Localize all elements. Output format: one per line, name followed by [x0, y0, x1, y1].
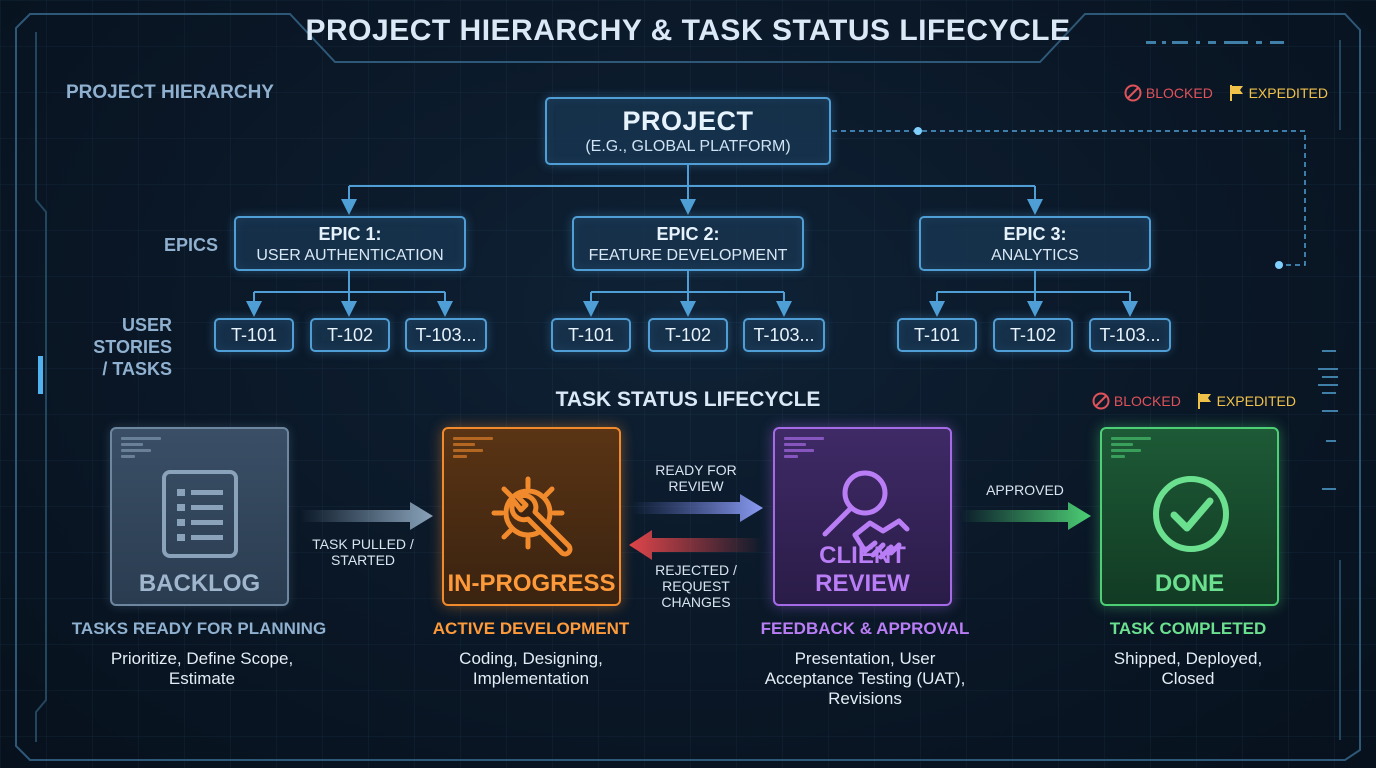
- legend-blocked-label: BLOCKED: [1113, 393, 1181, 410]
- project-subtitle: (E.G., GLOBAL PLATFORM): [585, 138, 791, 155]
- stage-desc-in-progress: Coding, Designing, Implementation: [381, 649, 681, 689]
- arrow-ready: [632, 494, 763, 522]
- project-node[interactable]: PROJECT (E.G., GLOBAL PLATFORM): [545, 97, 831, 165]
- hierarchy-connectors: [246, 165, 1138, 317]
- task-node[interactable]: T-102: [648, 318, 728, 352]
- epic-subtitle: ANALYTICS: [991, 247, 1079, 264]
- stage-decor-lines: [1111, 437, 1151, 461]
- stories-label-line1: USER STORIES: [93, 315, 172, 357]
- arrow-approved: [960, 502, 1091, 530]
- stage-heading-backlog: TASKS READY FOR PLANNING: [71, 619, 327, 638]
- task-node[interactable]: T-103...: [1089, 318, 1171, 352]
- desc-line: Coding, Designing,: [459, 649, 603, 668]
- link-node-2: [1275, 261, 1283, 269]
- frame-accent-left: [38, 356, 43, 394]
- stage-name: BACKLOG: [138, 570, 261, 597]
- epics-label: EPICS: [163, 235, 218, 255]
- desc-line: Shipped, Deployed,: [1113, 649, 1263, 668]
- stage-in-progress[interactable]: IN-PROGRESS: [442, 427, 621, 606]
- flag-icon: [1197, 392, 1213, 413]
- epic-title: EPIC 2:: [656, 224, 720, 244]
- epic-subtitle: FEATURE DEVELOPMENT: [588, 247, 788, 264]
- desc-line: Revisions: [828, 689, 902, 708]
- stage-desc-backlog: Prioritize, Define Scope, Estimate: [52, 649, 352, 689]
- desc-line: Acceptance Testing (UAT),: [764, 669, 966, 688]
- hierarchy-section-label: PROJECT HIERARCHY: [66, 82, 274, 103]
- epic-node-1[interactable]: EPIC 1: USER AUTHENTICATION: [234, 216, 466, 271]
- transition-ready-line1: READY FOR: [655, 462, 737, 478]
- stage-desc-done: Shipped, Deployed, Closed: [1038, 649, 1338, 689]
- check-circle-icon: [1153, 476, 1229, 552]
- transition-ready-label: READY FOR REVIEW: [636, 462, 756, 494]
- inner-frame: [35, 32, 1341, 742]
- page-title: PROJECT HIERARCHY & TASK STATUS LIFECYCL…: [305, 14, 1071, 47]
- stage-name: IN-PROGRESS: [447, 570, 616, 597]
- epic-title: EPIC 1:: [318, 224, 382, 244]
- epic-node-2[interactable]: EPIC 2: FEATURE DEVELOPMENT: [572, 216, 804, 271]
- transition-rejected-label: REJECTED / REQUEST CHANGES: [626, 562, 766, 610]
- transition-rejected-line2: REQUEST CHANGES: [661, 578, 731, 610]
- link-node-1: [914, 127, 922, 135]
- desc-line: Prioritize, Define Scope,: [110, 649, 294, 668]
- task-node[interactable]: T-103...: [405, 318, 487, 352]
- epic-subtitle: USER AUTHENTICATION: [256, 247, 444, 264]
- legend-lifecycle: BLOCKED EXPEDITED: [1092, 392, 1296, 413]
- arrow-rejected: [629, 530, 763, 560]
- legend-expedited-label: EXPEDITED: [1216, 393, 1296, 410]
- stage-heading-in-progress: ACTIVE DEVELOPMENT: [432, 619, 630, 638]
- stage-heading-client-review: FEEDBACK & APPROVAL: [760, 619, 970, 638]
- stage-done[interactable]: DONE: [1100, 427, 1279, 606]
- legend-blocked-label: BLOCKED: [1145, 85, 1213, 102]
- magnifier-handshake-icon: [822, 470, 910, 560]
- frame-ticks-right: [1318, 350, 1338, 490]
- stage-name: DONE: [1154, 570, 1225, 597]
- task-node[interactable]: T-101: [551, 318, 631, 352]
- legend-top: BLOCKED EXPEDITED: [1124, 84, 1328, 105]
- task-node[interactable]: T-103...: [743, 318, 825, 352]
- stories-label-line2: / TASKS: [102, 359, 172, 379]
- desc-line: Implementation: [472, 669, 590, 688]
- epic-node-3[interactable]: EPIC 3: ANALYTICS: [919, 216, 1151, 271]
- flag-icon: [1229, 84, 1245, 105]
- arrow-pulled: [300, 502, 433, 530]
- stage-name: CLIENT REVIEW: [815, 542, 910, 597]
- transition-ready-line2: REVIEW: [668, 478, 724, 494]
- transition-pulled-label: TASK PULLED / STARTED: [302, 536, 424, 568]
- stage-heading-done: TASK COMPLETED: [1109, 619, 1267, 638]
- stage-decor-lines: [453, 437, 493, 461]
- task-node[interactable]: T-101: [214, 318, 294, 352]
- desc-line: Estimate: [168, 669, 236, 688]
- stage-client-review[interactable]: CLIENT REVIEW: [773, 427, 952, 606]
- stage-desc-client-review: Presentation, User Acceptance Testing (U…: [715, 649, 1015, 709]
- task-node[interactable]: T-102: [993, 318, 1073, 352]
- stories-label: USER STORIES / TASKS: [60, 314, 172, 380]
- desc-line: Presentation, User: [794, 649, 936, 668]
- transition-rejected-line1: REJECTED /: [655, 562, 737, 578]
- transition-pulled-line2: STARTED: [330, 552, 396, 568]
- project-title: PROJECT: [622, 106, 754, 136]
- desc-line: Closed: [1161, 669, 1215, 688]
- dashed-link: [832, 130, 1306, 266]
- blocked-icon: [1092, 392, 1110, 413]
- blocked-icon: [1124, 84, 1142, 105]
- stage-backlog[interactable]: BACKLOG: [110, 427, 289, 606]
- task-node[interactable]: T-102: [310, 318, 390, 352]
- stage-decor-lines: [784, 437, 824, 461]
- legend-expedited-label: EXPEDITED: [1248, 85, 1328, 102]
- task-node[interactable]: T-101: [897, 318, 977, 352]
- transition-pulled-line1: TASK PULLED /: [312, 536, 414, 552]
- stage-decor-lines: [121, 437, 161, 461]
- gear-wrench-icon: [491, 476, 573, 557]
- transition-approved-label: APPROVED: [986, 482, 1064, 498]
- frame-ticks-top: [1146, 41, 1284, 44]
- checklist-icon: [162, 470, 238, 558]
- lifecycle-section-label: TASK STATUS LIFECYCLE: [555, 388, 821, 411]
- outer-frame: [15, 13, 1361, 761]
- epic-title: EPIC 3:: [1003, 224, 1067, 244]
